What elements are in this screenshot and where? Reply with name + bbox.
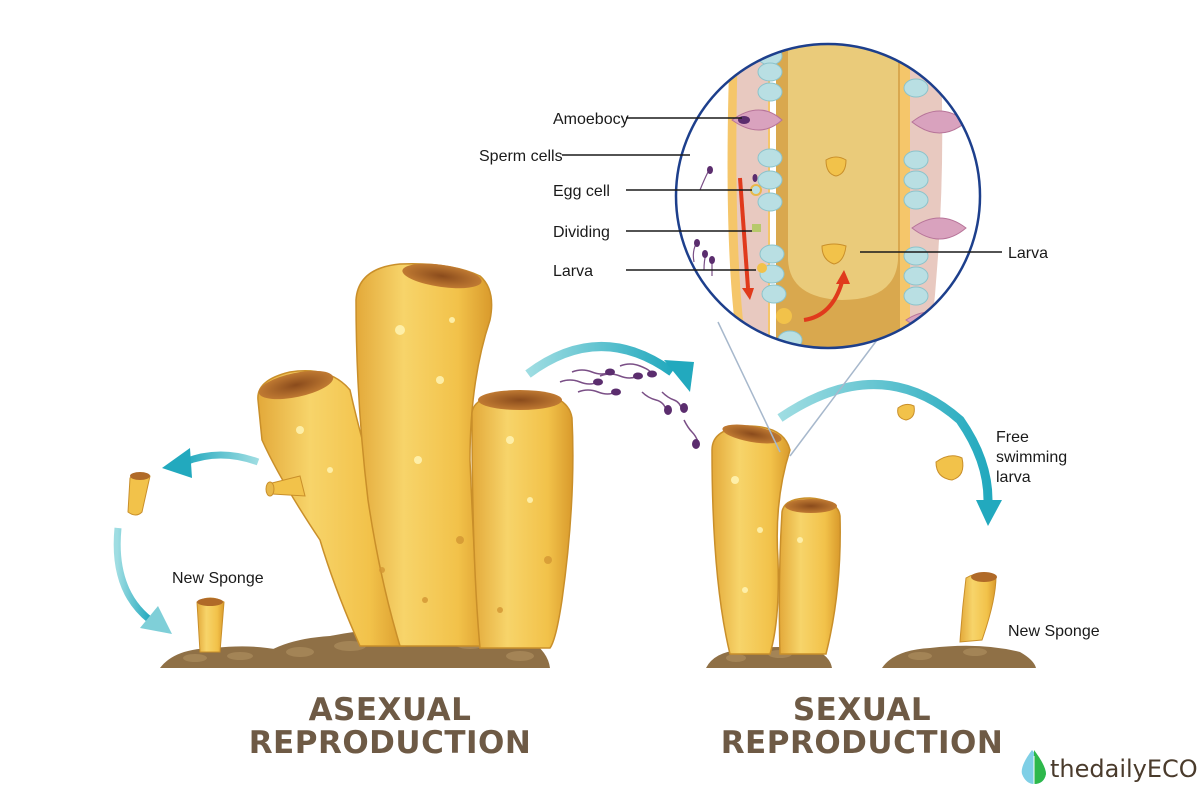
asexual-scene: New Sponge ASEXUAL REPRODUCTION <box>113 263 574 761</box>
brand-logo: thedailyECO <box>1021 750 1198 784</box>
sponge-mouth <box>258 370 334 400</box>
asexual-title-line1: ASEXUAL <box>309 692 472 728</box>
ground-mound-right <box>882 645 1036 668</box>
arrowhead-down <box>976 500 1002 526</box>
porocyte <box>911 217 967 240</box>
sexual-title-line1: SEXUAL <box>793 692 931 728</box>
label-amoebocyte: Amoebocy <box>553 111 629 128</box>
label-larva-left: Larva <box>553 263 593 280</box>
sperm-transfer <box>525 342 700 449</box>
free-larva-label-3: larva <box>996 469 1031 486</box>
sperm-head <box>752 174 758 182</box>
sexual-title-line2: REPRODUCTION <box>721 725 1004 761</box>
zoom-guide-line <box>789 335 881 457</box>
label-larva-right: Larva <box>1008 245 1048 262</box>
zoom-guide-line <box>717 321 781 453</box>
new-sponge-label-asexual: New Sponge <box>172 570 264 587</box>
magnifier-ring <box>674 42 982 350</box>
label-egg-cell: Egg cell <box>553 183 610 200</box>
sponge-tall-tube <box>355 263 493 647</box>
cycle-arrow-left <box>113 527 153 623</box>
new-sponge-asexual <box>196 597 225 653</box>
sponge-sexual-short <box>778 497 841 655</box>
larva-cluster <box>776 308 792 324</box>
transfer-arrow <box>525 342 675 378</box>
sponge-mouth <box>478 390 562 410</box>
arrowhead-right <box>664 360 694 392</box>
flow-arrow-up <box>803 281 844 322</box>
label-dividing: Dividing <box>553 224 610 241</box>
brand-name: thedailyECO <box>1050 755 1198 783</box>
larva <box>935 455 964 481</box>
sponge-right-tube <box>471 390 574 649</box>
larva-cell <box>757 263 767 273</box>
larva-arrow <box>777 380 993 501</box>
free-larva-label-2: swimming <box>996 449 1067 466</box>
larva <box>897 403 915 421</box>
arrowhead-down-right <box>140 606 172 634</box>
porocyte <box>731 109 783 131</box>
larva-inner <box>821 243 847 265</box>
larva-inner <box>825 156 847 177</box>
cycle-arrow-top <box>183 451 260 466</box>
leaf-drop-icon <box>1021 750 1046 784</box>
dividing-cell <box>752 224 761 232</box>
label-sperm-cells: Sperm cells <box>479 148 563 165</box>
asexual-title-line2: REPRODUCTION <box>249 725 532 761</box>
new-sponge-label-sexual: New Sponge <box>1008 623 1100 640</box>
egg-cell <box>750 184 762 196</box>
magnifier: Amoebocy Sperm cells Egg cell Dividing L… <box>479 42 1048 457</box>
amoebocyte-cell <box>738 116 750 124</box>
arrowhead-left <box>162 448 192 478</box>
sponge-sexual-tall <box>711 424 791 655</box>
new-sponge-sexual <box>959 572 997 643</box>
free-larva-label-1: Free <box>996 429 1029 446</box>
sponge-mouth <box>402 263 482 289</box>
sexual-scene: Free swimming larva New Sponge SEXUAL RE… <box>706 380 1100 761</box>
